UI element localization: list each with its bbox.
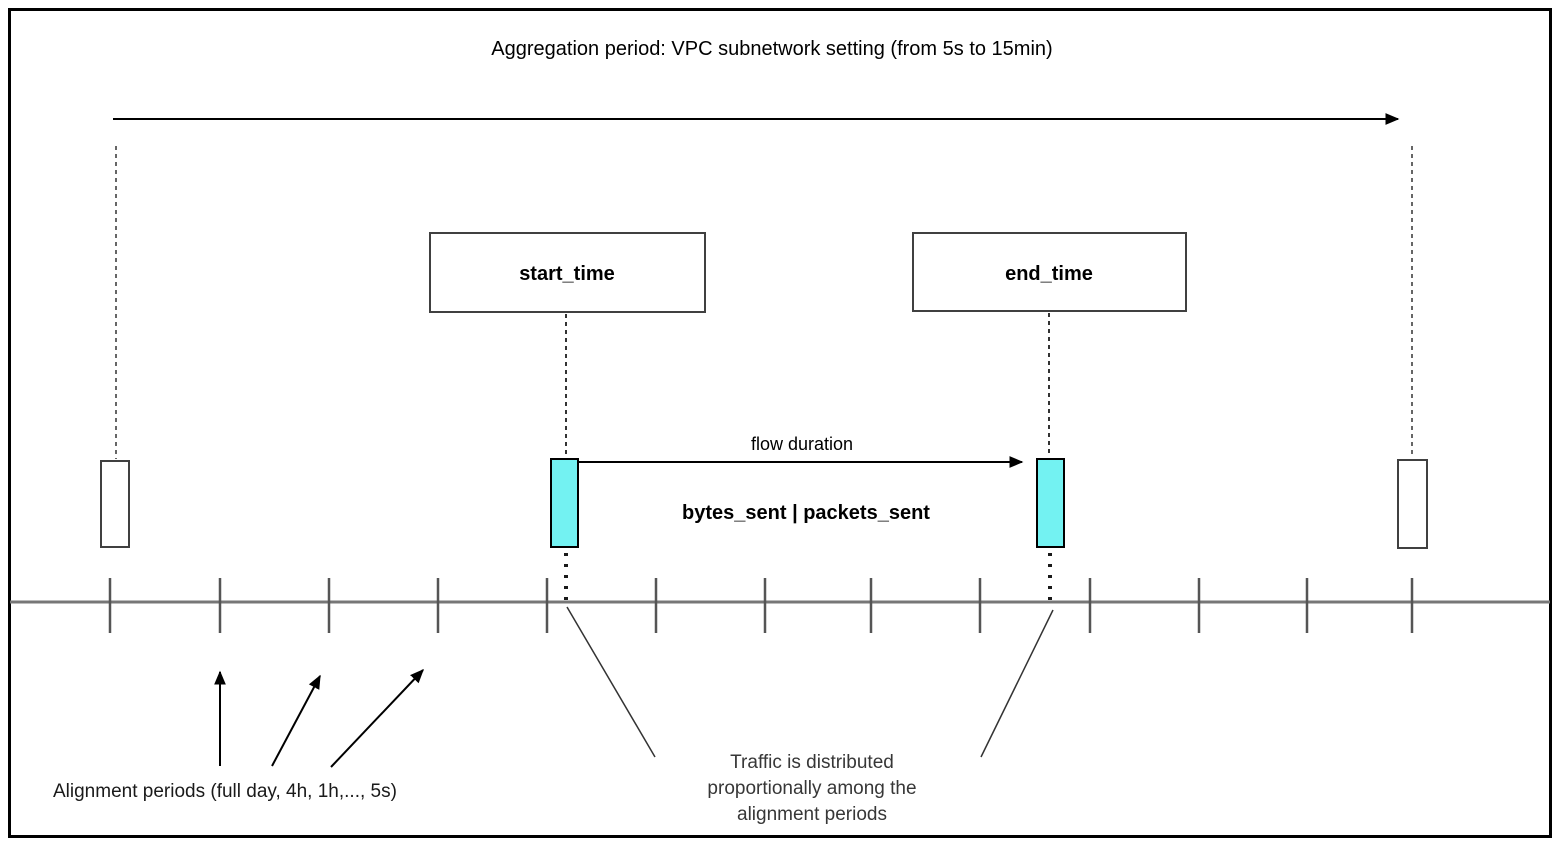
timeline-ticks (108, 578, 1414, 633)
traffic-note-line-3: alignment periods (737, 804, 887, 825)
start-time-box (429, 232, 706, 313)
flow-end-marker-rect (1036, 458, 1065, 548)
end-time-box (912, 232, 1187, 312)
traffic-note-line-1: Traffic is distributed (730, 752, 894, 773)
traffic-note-line-2: proportionally among the (707, 778, 916, 799)
right-boundary-marker-rect (1397, 459, 1428, 549)
traffic-callout-line-right (980, 609, 1054, 758)
traffic-callout-line-left (566, 606, 656, 758)
left-boundary-marker-rect (100, 460, 130, 548)
metrics-label: bytes_sent | packets_sent (682, 502, 930, 524)
alignment-arrow-2 (271, 674, 321, 767)
figure-border (8, 8, 1552, 838)
flow-start-marker-rect (550, 458, 579, 548)
alignment-periods-label: Alignment periods (full day, 4h, 1h,...,… (53, 781, 397, 802)
diagram-title: Aggregation period: VPC subnetwork setti… (491, 38, 1052, 60)
alignment-arrow-3 (330, 668, 424, 768)
start-time-label: start_time (519, 263, 615, 285)
end-time-label: end_time (1005, 263, 1093, 285)
flow-duration-label: flow duration (751, 434, 853, 454)
